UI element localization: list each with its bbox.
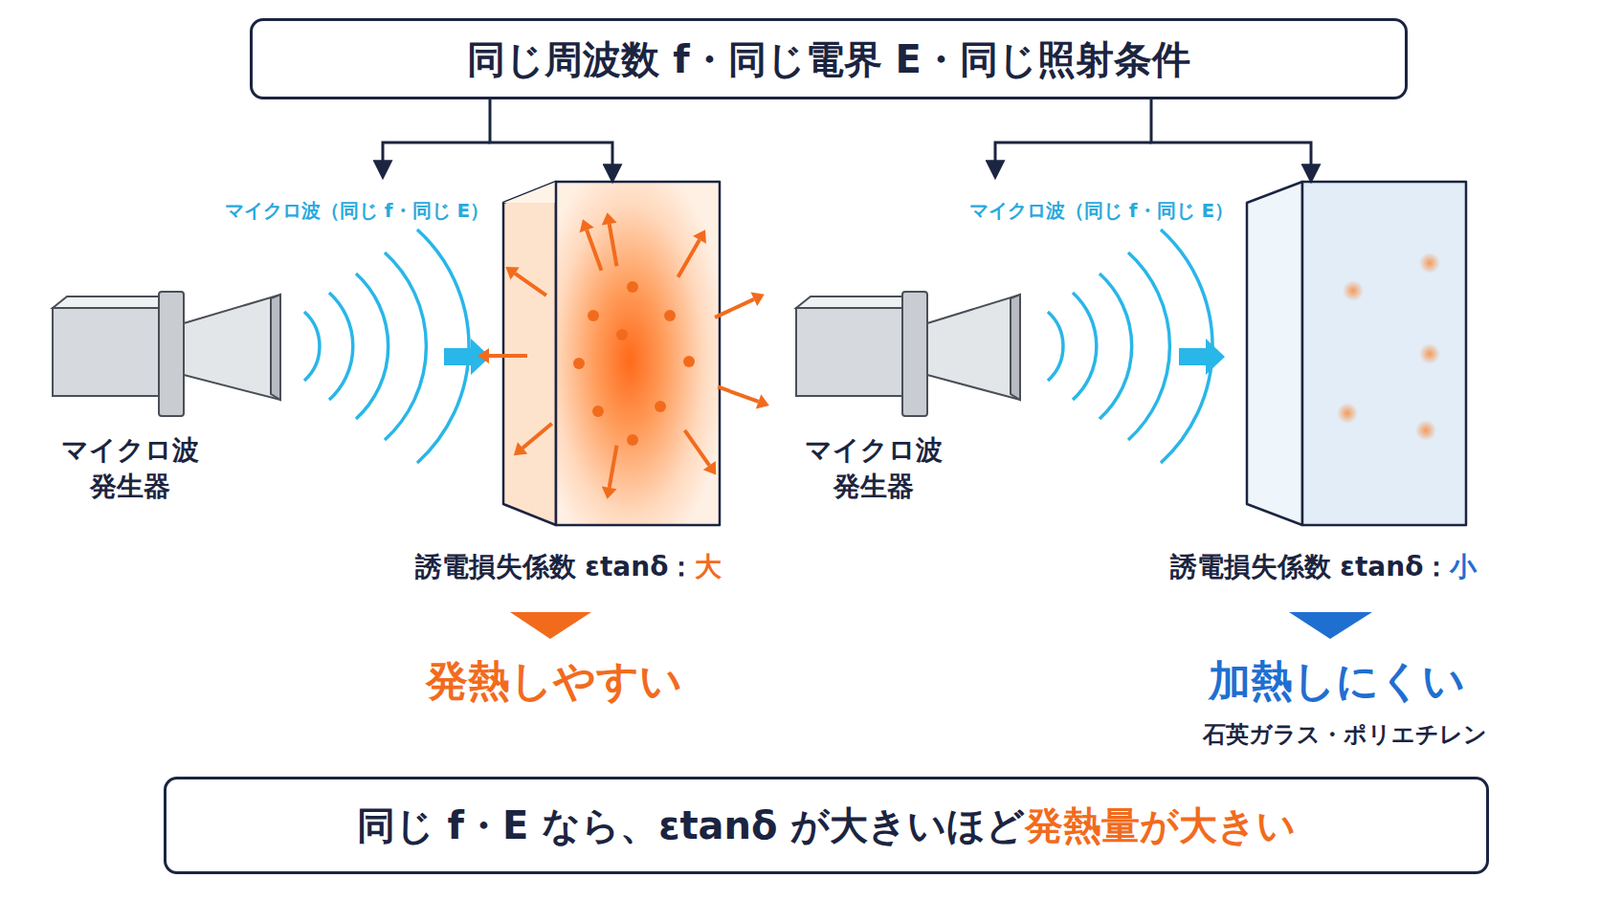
branch-line [995, 142, 1152, 177]
heat-arrows [477, 212, 770, 499]
wave-arc [1072, 292, 1097, 400]
annotation-label: 石英ガラス・ポリエチレン [1202, 719, 1488, 751]
wave-arc [1160, 229, 1213, 464]
statement-box: 同じ周波数 f・同じ電界 E・同じ照射条件 [249, 18, 1408, 100]
text-highlight: 発熱量が大きい [1024, 803, 1296, 848]
text-part: 同じ f・E なら、εtanδ が大きいほど [356, 803, 1026, 848]
heat-arrow [488, 354, 528, 358]
heat-arrowhead [703, 461, 716, 475]
heat-arrowhead [692, 229, 707, 244]
wave-arc [329, 292, 354, 400]
heat-arrow [514, 273, 547, 296]
heat-arrowhead [601, 486, 618, 499]
statement-box: 同じ f・E なら、εtanδ が大きいほど発熱量が大きい [163, 777, 1489, 875]
material-panel: 誘電損失係数 εtanδ：大 [392, 181, 745, 584]
result-triangle [1288, 612, 1373, 640]
heat-dot [626, 281, 639, 293]
annotation-label: マイクロ波 発生器 [53, 432, 207, 506]
heat-arrowhead [755, 394, 770, 409]
heat-arrow [714, 299, 755, 318]
heat-dot [654, 400, 667, 413]
wave-arc [1099, 273, 1133, 420]
heat-arrowhead [601, 212, 618, 225]
branch-line [382, 142, 490, 177]
annotation-label: マイクロ波（同じ f・同じ E） [224, 198, 489, 224]
text-highlight: 小 [1449, 551, 1477, 583]
microwave-waves [304, 229, 1213, 464]
heat-dot [587, 310, 600, 322]
wave-arc [384, 252, 426, 441]
result-triangle [510, 612, 592, 640]
heat-arrowhead [513, 442, 528, 456]
heat-dot [592, 405, 604, 418]
low-loss-panel [1246, 181, 1467, 526]
text-highlight: 大 [694, 551, 722, 583]
text-part: 誘電損失係数 εtanδ： [415, 551, 696, 583]
branch-connector [1151, 99, 1312, 180]
annotation-label: マイクロ波（同じ f・同じ E） [969, 198, 1234, 224]
annotation-label: 加熱しにくい [1208, 652, 1466, 710]
heat-arrowhead [751, 292, 765, 308]
microwave-generator [52, 291, 281, 417]
wave-arc [304, 311, 320, 381]
heat-dot [616, 329, 628, 341]
heat-arrowhead [477, 348, 489, 364]
heat-arrow [609, 223, 618, 267]
loss-factor-label: 誘電損失係数 εtanδ：大 [415, 551, 723, 584]
heat-arrow [678, 240, 701, 278]
wave-arrow [444, 338, 490, 376]
heat-dot [626, 434, 639, 446]
heat-arrow [684, 430, 710, 467]
heat-arrow [717, 386, 758, 401]
text-part: 誘電損失係数 εtanδ： [1170, 551, 1451, 583]
heat-arrow [609, 445, 618, 489]
heat-arrow [522, 423, 553, 449]
branch-connector [489, 99, 613, 180]
microwave-generator [796, 291, 1021, 417]
statement-text: 同じ周波数 f・同じ電界 E・同じ照射条件 [466, 36, 1191, 83]
loss-factor-label: 誘電損失係数 εtanδ：小 [1170, 551, 1478, 584]
annotation-label: マイクロ波 発生器 [797, 432, 951, 506]
wave-arc [1128, 252, 1170, 441]
wave-arc [417, 229, 469, 464]
weak-heat-spots [1336, 252, 1441, 442]
heat-arrow [586, 229, 601, 270]
statement-text: 同じ f・E なら、εtanδ が大きいほど発熱量が大きい [356, 802, 1297, 849]
wave-arrow [1178, 338, 1225, 376]
heat-arrowhead [505, 266, 519, 280]
wave-arc [1047, 311, 1064, 381]
heat-arrowhead [579, 219, 595, 233]
heat-dot [573, 357, 585, 370]
annotation-label: 発熱しやすい [425, 652, 683, 710]
lossy-panel [503, 181, 720, 526]
heat-dot [683, 355, 695, 368]
material-panel: 誘電損失係数 εtanδ：小 [1151, 181, 1497, 584]
wave-arc [355, 273, 389, 420]
heat-dot [664, 310, 676, 322]
